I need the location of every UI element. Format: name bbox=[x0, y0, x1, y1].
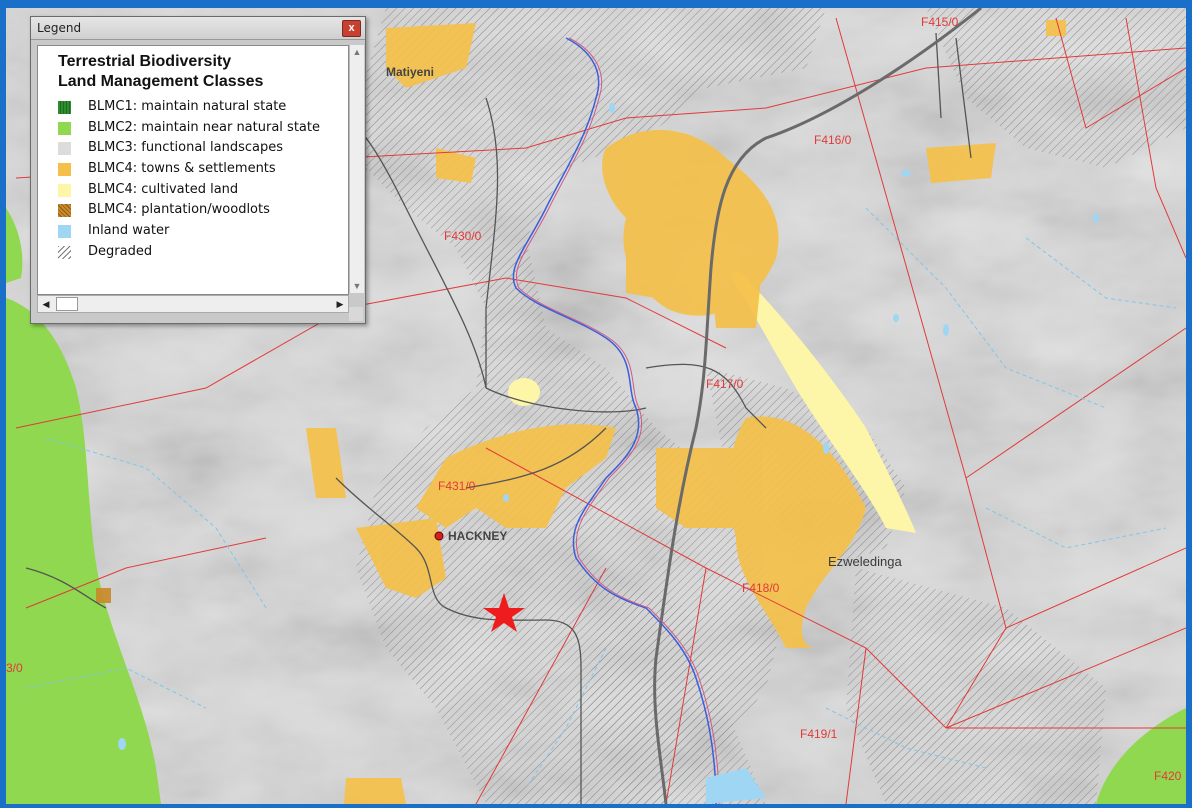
place-label-ezweledinga: Ezweledinga bbox=[828, 554, 902, 569]
scroll-left-icon[interactable]: ◀ bbox=[42, 299, 50, 309]
legend-heading: Terrestrial Biodiversity Land Management… bbox=[58, 52, 348, 92]
scroll-up-icon[interactable]: ▲ bbox=[352, 47, 362, 57]
swatch-blmc3 bbox=[58, 142, 71, 156]
legend-heading-line1: Terrestrial Biodiversity bbox=[58, 53, 232, 70]
farm-label-f419: F419/1 bbox=[800, 727, 838, 741]
swatch-cultivated bbox=[58, 183, 71, 197]
map-canvas[interactable]: Matiyeni F415/0 F416/0 F430/0 F417/0 F43… bbox=[6, 8, 1186, 804]
farm-boundaries bbox=[15, 17, 1186, 804]
legend-item-label: BLMC4: plantation/woodlots bbox=[88, 202, 270, 218]
legend-heading-line2: Land Management Classes bbox=[58, 73, 264, 90]
legend-window[interactable]: Legend x Terrestrial Biodiversity Land M… bbox=[30, 16, 366, 324]
swatch-blmc1 bbox=[58, 101, 71, 114]
natural-area-northwest bbox=[6, 208, 23, 283]
farm-label-f420: F420 bbox=[1154, 769, 1182, 783]
ponds bbox=[118, 103, 1099, 750]
hackney-point-icon[interactable] bbox=[434, 531, 444, 541]
legend-item-water: Inland water bbox=[58, 222, 348, 243]
scroll-thumb[interactable] bbox=[56, 297, 78, 311]
swatch-blmc2 bbox=[58, 121, 71, 135]
settlements bbox=[96, 20, 1066, 804]
farm-label-f418: F418/0 bbox=[742, 581, 780, 595]
resize-grip-icon[interactable] bbox=[349, 307, 363, 321]
farm-label-f417: F417/0 bbox=[706, 377, 744, 391]
legend-vertical-scrollbar[interactable]: ▲ ▼ bbox=[349, 45, 364, 293]
legend-item-label: BLMC4: towns & settlements bbox=[88, 161, 276, 177]
cultivated-land bbox=[731, 268, 916, 533]
legend-titlebar[interactable]: Legend x bbox=[31, 17, 365, 40]
legend-item-label: BLMC3: functional landscapes bbox=[88, 140, 284, 156]
farm-label-f431: F431/0 bbox=[438, 479, 476, 493]
swatch-towns bbox=[58, 163, 71, 177]
legend-content: Terrestrial Biodiversity Land Management… bbox=[37, 45, 349, 295]
farm-label-f415: F415/0 bbox=[921, 15, 959, 29]
farm-label-f416: F416/0 bbox=[814, 133, 852, 147]
river bbox=[512, 37, 717, 804]
legend-item-blmc2: BLMC2: maintain near natural state bbox=[58, 119, 348, 140]
natural-area-southeast bbox=[1096, 708, 1186, 804]
place-label-hackney: HACKNEY bbox=[448, 529, 507, 543]
swatch-degraded bbox=[58, 245, 71, 259]
legend-item-cultivated: BLMC4: cultivated land bbox=[58, 181, 348, 202]
legend-item-blmc1: BLMC1: maintain natural state bbox=[58, 98, 348, 119]
natural-area-west bbox=[6, 298, 161, 804]
legend-window-title: Legend bbox=[37, 21, 82, 35]
legend-item-blmc3: BLMC3: functional landscapes bbox=[58, 139, 348, 160]
legend-item-plantation: BLMC4: plantation/woodlots bbox=[58, 201, 348, 222]
legend-horizontal-scrollbar[interactable]: ◀ ▶ bbox=[37, 295, 349, 313]
site-star-icon[interactable] bbox=[483, 593, 525, 632]
legend-item-degraded: Degraded bbox=[58, 243, 348, 264]
swatch-water bbox=[58, 225, 71, 239]
close-button[interactable]: x bbox=[342, 20, 361, 37]
legend-item-label: Inland water bbox=[88, 223, 170, 239]
place-label-matiyeni: Matiyeni bbox=[386, 65, 434, 79]
reservoir bbox=[706, 768, 766, 804]
scroll-right-icon[interactable]: ▶ bbox=[336, 299, 344, 309]
farm-label-left: 3/0 bbox=[6, 661, 23, 675]
river-pink bbox=[515, 37, 720, 804]
swatch-plantation bbox=[58, 204, 71, 218]
legend-item-label: BLMC1: maintain natural state bbox=[88, 99, 287, 114]
degraded-areas bbox=[356, 8, 1186, 804]
scroll-down-icon[interactable]: ▼ bbox=[352, 281, 362, 291]
legend-item-label: Degraded bbox=[88, 243, 153, 259]
legend-item-towns: BLMC4: towns & settlements bbox=[58, 160, 348, 181]
main-road bbox=[653, 8, 982, 804]
legend-item-label: BLMC4: cultivated land bbox=[88, 181, 239, 197]
legend-item-label: BLMC2: maintain near natural state bbox=[88, 119, 320, 135]
farm-label-f430: F430/0 bbox=[444, 229, 482, 243]
